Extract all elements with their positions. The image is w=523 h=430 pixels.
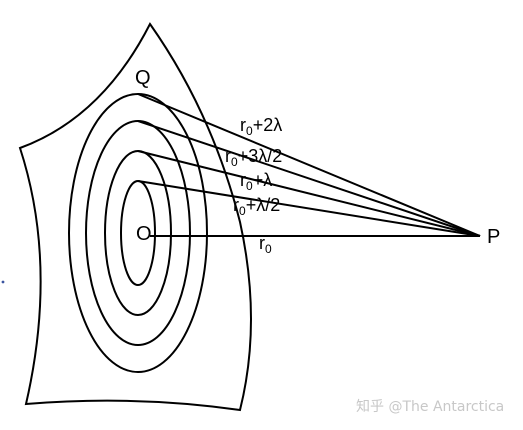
path-label-r0-plus-3lambda-half: r0+3λ/2	[225, 146, 282, 169]
path-label-r0-plus-lambda: r0+λ	[240, 170, 272, 193]
path-subscript: 0	[246, 179, 253, 193]
stray-mark	[1, 280, 5, 284]
ray-r0-plus-lambda	[137, 150, 481, 237]
path-suffix: +2λ	[253, 115, 283, 135]
ray-r0-plus-3lambda-half	[137, 120, 481, 237]
path-label-r0-plus-2lambda: r0+2λ	[240, 115, 282, 138]
point-label-o: O	[136, 223, 152, 245]
path-base: r	[259, 233, 265, 253]
path-base: r	[240, 170, 246, 190]
path-base: r	[225, 146, 231, 166]
point-label-q: Q	[135, 67, 151, 89]
watermark-text: 知乎 @The Antarctica	[356, 398, 504, 415]
path-label-r0-plus-lambda-half: r0+λ/2	[233, 195, 280, 218]
ray-r0-plus-2lambda	[137, 93, 481, 237]
path-suffix: +λ	[253, 170, 273, 190]
path-base: r	[233, 195, 239, 215]
path-label-r0: r0	[259, 233, 272, 256]
path-subscript: 0	[239, 204, 246, 218]
point-label-p: P	[487, 226, 500, 248]
path-suffix: +3λ/2	[238, 146, 283, 166]
path-base: r	[240, 115, 246, 135]
path-subscript: 0	[265, 242, 272, 256]
path-suffix: +λ/2	[246, 195, 281, 215]
ray-r0-plus-lambda-half	[137, 180, 481, 237]
path-subscript: 0	[231, 155, 238, 169]
path-subscript: 0	[246, 124, 253, 138]
